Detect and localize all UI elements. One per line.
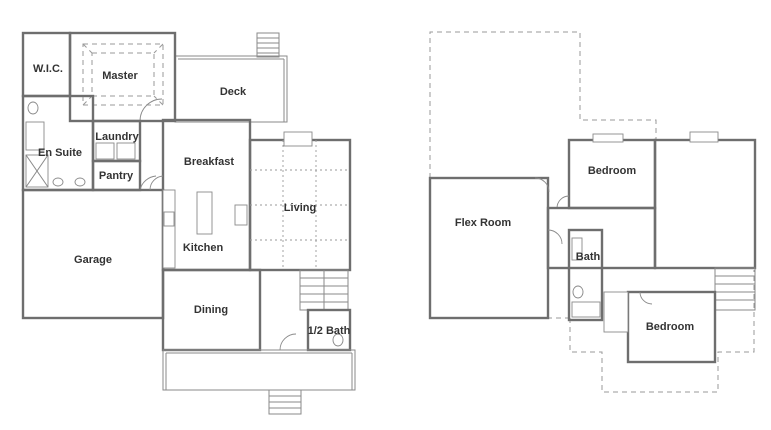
label-flex-room: Flex Room [455, 217, 511, 229]
tray-ceiling [82, 43, 164, 106]
label-master: Master [102, 70, 138, 82]
label-pantry: Pantry [99, 170, 134, 182]
washer [95, 142, 115, 160]
label-half-bath: 1/2 Bath [308, 325, 351, 337]
label-bedroom-2: Bedroom [646, 321, 695, 333]
main-stairs [299, 269, 349, 311]
bath-room [567, 228, 604, 322]
front-porch [162, 349, 356, 391]
kitchen-island [196, 191, 213, 235]
label-laundry: Laundry [95, 131, 139, 143]
porch-stairs [268, 389, 302, 415]
kitchen-sink [234, 204, 248, 226]
open-to-below-outline [429, 31, 755, 393]
label-garage: Garage [74, 254, 112, 266]
label-en-suite: En Suite [38, 147, 82, 159]
deck-stairs [256, 32, 280, 58]
upper-stairs [714, 267, 756, 311]
label-kitchen: Kitchen [183, 242, 224, 254]
label-bedroom-1: Bedroom [588, 165, 637, 177]
upper-open-area [653, 138, 757, 270]
first-floor-plan: W.I.C. Master Deck Laundry En Suite Brea… [21, 31, 356, 415]
living-ceiling-beams [250, 140, 350, 270]
kitchen-counter [162, 189, 176, 269]
range [163, 211, 175, 227]
label-wic: W.I.C. [33, 63, 63, 75]
label-deck: Deck [220, 86, 247, 98]
label-bath: Bath [576, 251, 601, 263]
second-floor-plan: Bedroom Flex Room Bath Bedroom [428, 31, 757, 393]
bath-tub [571, 301, 601, 318]
label-breakfast: Breakfast [184, 156, 234, 168]
dryer [116, 142, 136, 160]
label-living: Living [284, 202, 316, 214]
label-dining: Dining [194, 304, 228, 316]
toilet [27, 101, 39, 115]
tub [25, 121, 45, 151]
flex-room [428, 176, 550, 320]
fireplace [283, 131, 313, 147]
